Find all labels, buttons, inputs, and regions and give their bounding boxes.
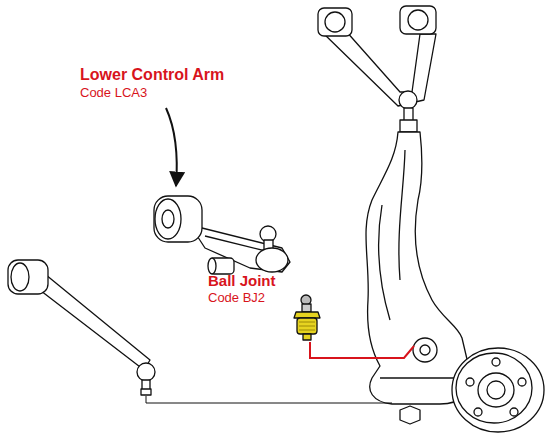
part-name: Ball Joint	[208, 272, 276, 289]
part-code: Code LCA3	[80, 86, 147, 101]
wheel-hub	[452, 348, 544, 432]
nut	[400, 406, 420, 424]
tension-strut	[8, 260, 155, 395]
red-leader-line	[310, 342, 414, 358]
lower-control-arm	[154, 196, 290, 274]
callout-arrow	[166, 108, 177, 186]
leader-line	[146, 396, 392, 403]
upper-control-arm	[318, 6, 436, 132]
steering-knuckle	[366, 132, 470, 404]
ball-joint	[294, 295, 320, 340]
part-code: Code BJ2	[208, 291, 265, 306]
part-name: Lower Control Arm	[80, 66, 224, 84]
